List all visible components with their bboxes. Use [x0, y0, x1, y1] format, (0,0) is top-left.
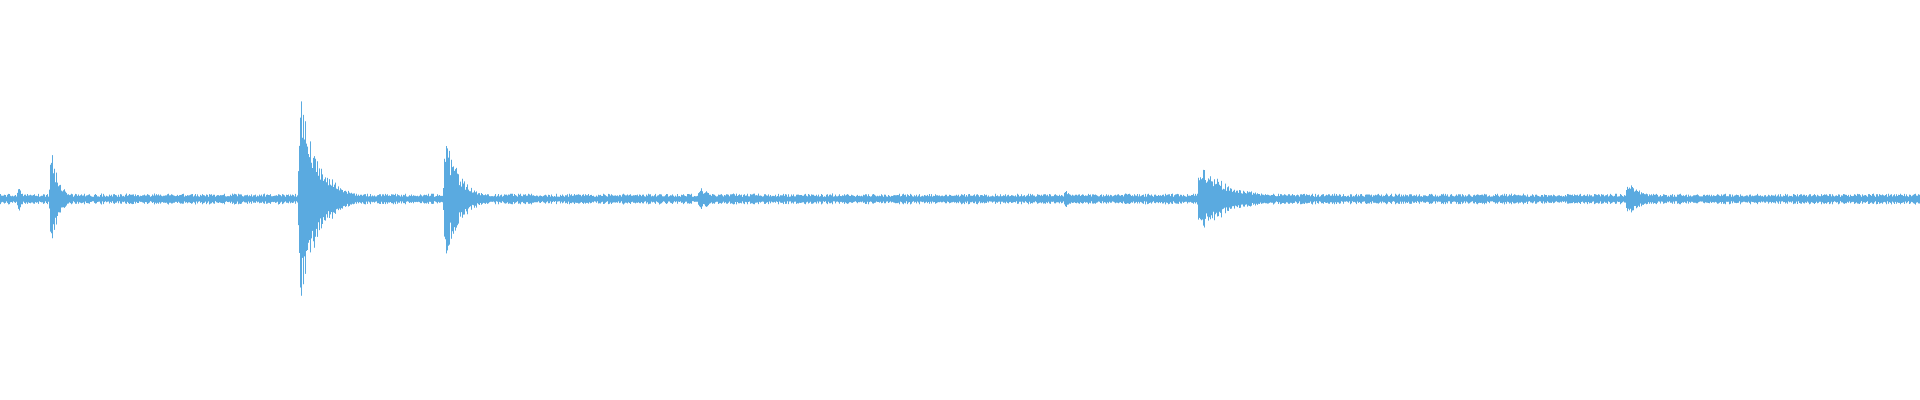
waveform-line	[0, 101, 1920, 296]
